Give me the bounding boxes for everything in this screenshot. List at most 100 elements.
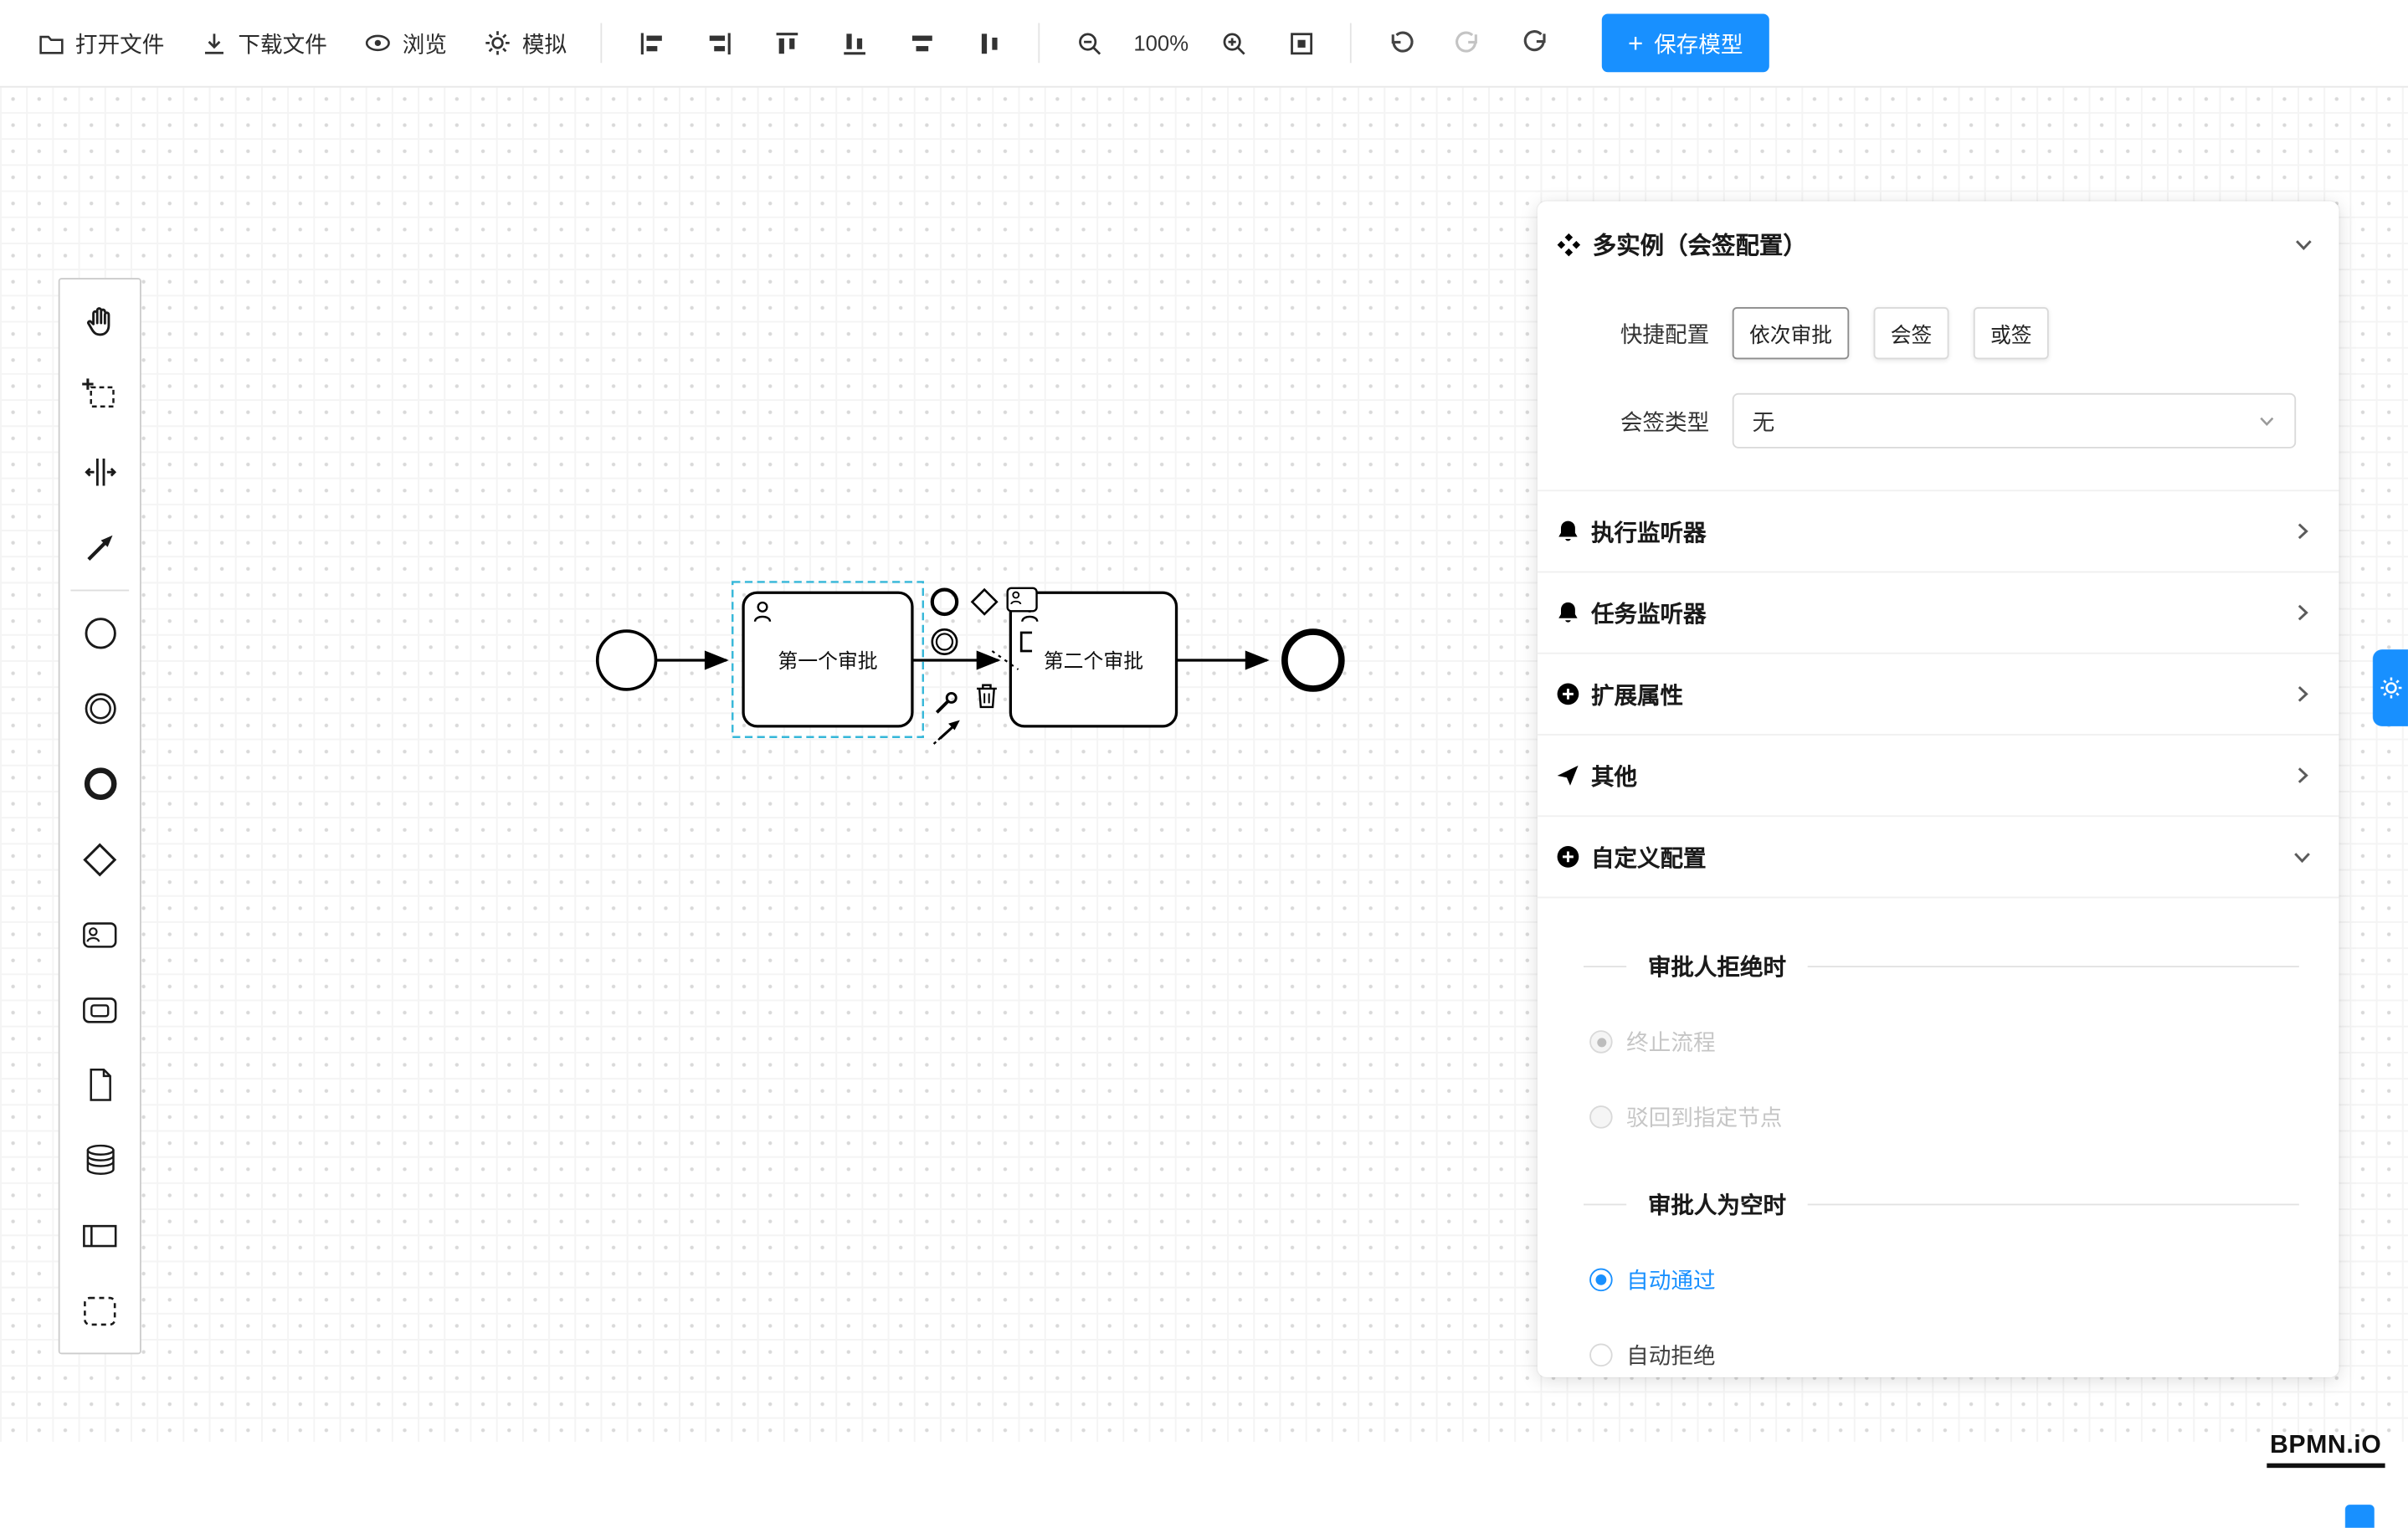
create-data-store[interactable] — [64, 1122, 135, 1197]
corner-blue-button[interactable] — [2344, 1505, 2375, 1528]
radio-auto-pass[interactable]: 自动通过 — [1538, 1264, 2339, 1296]
open-file-button[interactable]: 打开文件 — [22, 14, 182, 71]
trash-icon[interactable] — [976, 684, 997, 709]
create-end-event[interactable] — [64, 746, 135, 822]
append-intermediate-event-icon[interactable] — [931, 628, 958, 655]
append-gateway-icon[interactable] — [970, 587, 999, 616]
diagram-canvas[interactable]: 第一个审批 第二个审批 — [0, 85, 2408, 1528]
element-palette — [58, 278, 141, 1355]
quick-option-countersign[interactable]: 会签 — [1873, 306, 1949, 360]
align-left-button[interactable] — [619, 15, 683, 70]
create-data-object[interactable] — [64, 1047, 135, 1122]
global-connect-tool[interactable] — [64, 510, 135, 585]
eye-icon — [365, 34, 390, 52]
group-icon — [84, 1295, 116, 1325]
folder-icon — [39, 34, 64, 54]
align-center-horizontal-button[interactable] — [889, 15, 953, 70]
space-tool-icon — [84, 458, 116, 486]
end-event[interactable] — [1281, 628, 1345, 692]
download-file-button[interactable]: 下载文件 — [184, 14, 344, 71]
connect-arrow-icon — [86, 535, 112, 561]
task1-label: 第一个审批 — [778, 650, 877, 673]
bpmn-designer-app: 打开文件 下载文件 浏览 模拟 — [0, 13, 2408, 1528]
hand-tool[interactable] — [64, 284, 135, 359]
panel-header[interactable]: 多实例（会签配置） — [1538, 201, 2339, 273]
create-group[interactable] — [64, 1273, 135, 1348]
countersign-type-label: 会签类型 — [1620, 410, 1710, 436]
chevron-right-icon — [2298, 767, 2308, 783]
undo-button[interactable] — [1368, 15, 1433, 70]
section-other[interactable]: 其他 — [1537, 734, 2339, 815]
align-top-button[interactable] — [754, 15, 819, 70]
settings-tab[interactable] — [2372, 649, 2408, 726]
radio-icon — [1589, 1105, 1613, 1129]
append-task-icon[interactable] — [1006, 587, 1038, 613]
create-gateway[interactable] — [64, 822, 135, 897]
save-model-label: 保存模型 — [1654, 33, 1743, 58]
chevron-right-icon — [2298, 604, 2308, 621]
align-bottom-icon — [843, 33, 865, 54]
palette-divider — [70, 589, 130, 592]
redo-button[interactable] — [1436, 15, 1501, 70]
create-subprocess[interactable] — [64, 972, 135, 1047]
chevron-right-icon — [2298, 686, 2308, 702]
zoom-level: 100% — [1133, 30, 1189, 56]
section-extended-properties[interactable]: 扩展属性 — [1537, 652, 2339, 734]
countersign-type-select[interactable]: 无 — [1732, 392, 2297, 449]
radio-return-to-node[interactable]: 驳回到指定节点 — [1538, 1101, 2339, 1134]
section-label: 任务监听器 — [1590, 601, 1707, 628]
radio-icon — [1589, 1343, 1613, 1367]
radio-terminate-process[interactable]: 终止流程 — [1538, 1026, 2339, 1059]
preview-button[interactable]: 浏览 — [347, 14, 464, 71]
section-label: 自定义配置 — [1590, 845, 1707, 872]
reject-title: 审批人拒绝时 — [1647, 955, 1787, 982]
zoom-in-button[interactable] — [1201, 15, 1266, 70]
create-user-task[interactable] — [64, 897, 135, 972]
countersign-type-row: 会签类型 无 — [1538, 392, 2339, 449]
align-bottom-button[interactable] — [822, 15, 886, 70]
radio-auto-reject[interactable]: 自动拒绝 — [1538, 1339, 2339, 1372]
lasso-icon — [81, 378, 114, 408]
bpmn-io-logo[interactable]: BPMN.iO — [2267, 1431, 2385, 1469]
hand-icon — [86, 307, 110, 336]
download-icon — [204, 33, 223, 54]
wrench-icon[interactable] — [935, 691, 958, 714]
lasso-tool[interactable] — [64, 359, 135, 434]
create-intermediate-event[interactable] — [64, 671, 135, 746]
section-task-listener[interactable]: 任务监听器 — [1537, 571, 2339, 653]
section-custom-config[interactable]: 自定义配置 — [1537, 815, 2339, 896]
append-end-event-icon[interactable] — [930, 587, 959, 617]
end-event-icon — [83, 767, 116, 801]
text-annotation-icon[interactable] — [1019, 631, 1033, 653]
space-tool[interactable] — [64, 434, 135, 510]
undo-icon — [1391, 31, 1414, 53]
chevron-right-icon — [2298, 523, 2308, 540]
gateway-icon — [83, 842, 117, 876]
zoom-fit-button[interactable] — [1269, 15, 1333, 70]
align-center-vertical-button[interactable] — [957, 15, 1021, 70]
align-right-button[interactable] — [686, 15, 751, 70]
gear-icon — [2380, 677, 2402, 699]
simulate-button[interactable]: 模拟 — [467, 14, 583, 71]
process-diagram[interactable]: 第一个审批 第二个审批 — [583, 539, 1382, 785]
subprocess-icon — [83, 997, 117, 1023]
section-execution-listener[interactable]: 执行监听器 — [1537, 490, 2339, 571]
connect-icon[interactable] — [932, 720, 960, 745]
intermediate-event-icon — [84, 693, 116, 725]
save-model-button[interactable]: + 保存模型 — [1601, 13, 1769, 73]
create-participant[interactable] — [64, 1197, 135, 1273]
panel-sections: 执行监听器 任务监听器 扩展属性 其他 — [1537, 490, 2339, 896]
section-label: 其他 — [1590, 763, 1638, 791]
reset-button[interactable] — [1503, 15, 1568, 70]
create-start-event[interactable] — [64, 596, 135, 671]
start-event-icon — [84, 618, 116, 649]
start-event[interactable] — [595, 629, 658, 691]
quick-option-orsign[interactable]: 或签 — [1973, 306, 2049, 360]
chevron-down-icon — [2296, 240, 2312, 251]
open-file-label: 打开文件 — [74, 33, 165, 58]
section-label: 扩展属性 — [1590, 682, 1684, 709]
plus-circle-icon — [1557, 683, 1579, 705]
zoom-out-button[interactable] — [1056, 15, 1121, 70]
plus-circle-icon — [1557, 846, 1579, 868]
quick-option-sequential[interactable]: 依次审批 — [1732, 306, 1850, 360]
